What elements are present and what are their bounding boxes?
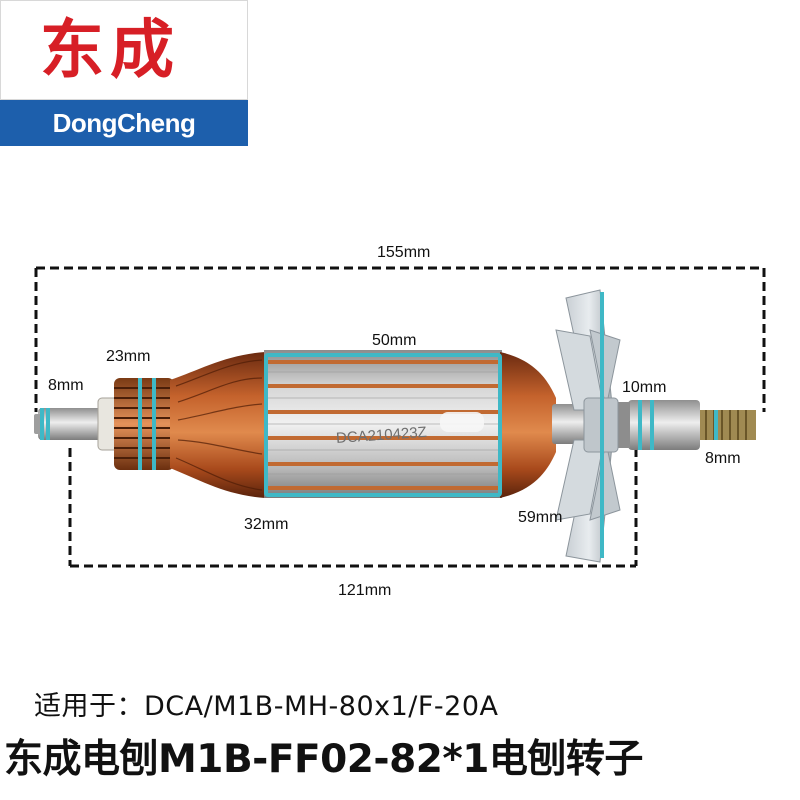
core-length-label: 50mm <box>372 332 417 349</box>
left-shaft-label: 8mm <box>48 377 84 394</box>
compat-prefix: 适用于： <box>34 691 144 722</box>
right-winding <box>500 352 556 498</box>
right-bearing-seat <box>628 400 700 450</box>
product-title: 东成电刨M1B-FF02-82*1电刨转子 <box>4 737 643 782</box>
commutator-diameter-label: 23mm <box>106 348 151 365</box>
logo-cn-text: 东成 <box>40 13 180 88</box>
fan-diameter-label: 59mm <box>518 509 563 526</box>
right-bearing-label: 10mm <box>622 379 667 396</box>
left-winding-texture <box>175 359 263 491</box>
commutator <box>114 378 174 470</box>
brand-logo: 东成 DongCheng <box>0 0 248 146</box>
overall-length-label: 155mm <box>377 244 431 261</box>
right-shaft-label: 8mm <box>705 450 741 467</box>
right-collar <box>616 402 630 448</box>
core-diameter-label: 32mm <box>244 516 289 533</box>
logo-en-text: DongCheng <box>52 108 196 138</box>
body-dimension-lines <box>68 448 638 568</box>
measurement-markers <box>40 292 718 558</box>
body-length-label: 121mm <box>338 582 392 599</box>
compat-model: DCA/M1B-MH-80x1/F-20A <box>144 691 499 722</box>
left-winding <box>170 352 265 498</box>
logo-top <box>0 0 248 100</box>
left-shaft <box>38 408 104 440</box>
compatibility-caption: 适用于：DCA/M1B-MH-80x1/F-20A <box>34 684 499 723</box>
logo-bar <box>0 100 248 146</box>
threaded-end <box>700 410 756 440</box>
overall-dimension-lines <box>34 266 766 412</box>
armature-core <box>264 350 502 498</box>
core-stamp: DCA210423Z <box>335 424 427 447</box>
